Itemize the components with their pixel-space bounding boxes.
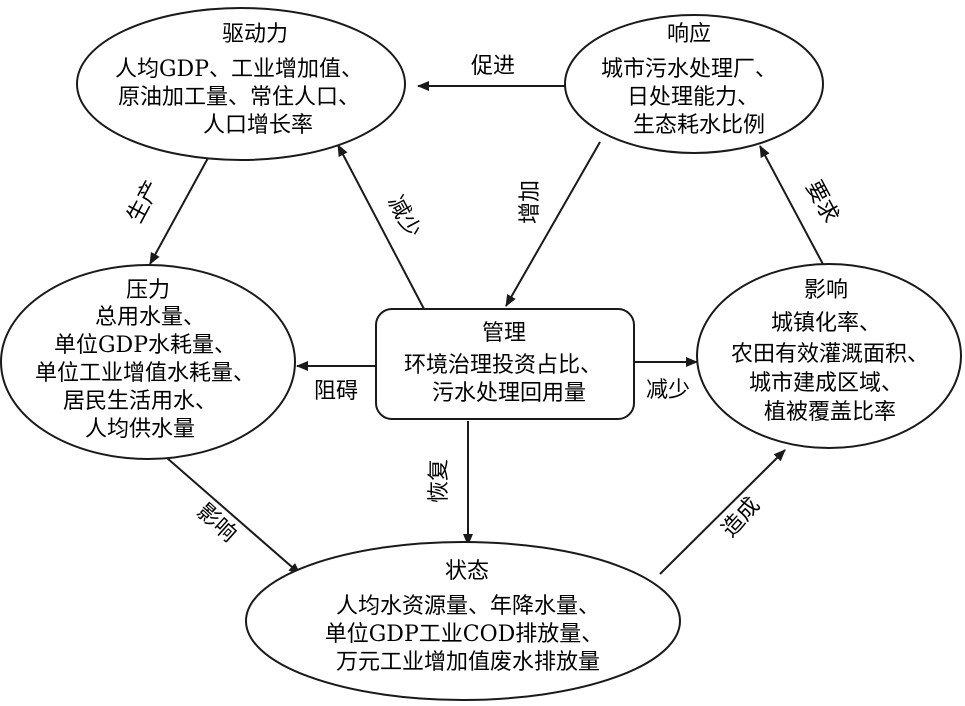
node-response-line-1: 城市污水处理厂、 <box>601 57 777 82</box>
node-driver-line-1: 人均GDP、工业增加值、 <box>115 57 363 82</box>
node-impact-line-2: 农田有效灌溉面积、 <box>731 342 929 367</box>
edge-label-promote: 促进 <box>471 54 515 79</box>
node-pressure-line-2: 单位GDP水耗量、 <box>54 333 236 358</box>
edge-management-to-driver <box>337 144 425 310</box>
edge-label-hinder: 阻碍 <box>314 379 358 404</box>
node-driver-line-2: 原油加工量、常住人口、 <box>118 85 360 110</box>
node-management: 管理 环境治理投资占比、 污水处理回用量 <box>375 308 635 420</box>
edge-response-to-management <box>505 141 601 307</box>
node-pressure-line-1: 总用水量、 <box>95 305 205 330</box>
node-response-line-2: 日处理能力、 <box>627 85 759 110</box>
node-pressure-line-5: 人均供水量 <box>85 417 195 442</box>
edge-label-affect: 影响 <box>192 499 241 547</box>
node-state-line-1: 人均水资源量、年降水量、 <box>336 594 600 619</box>
node-pressure: 压力 总用水量、 单位GDP水耗量、 单位工业增值水耗量、 居民生活用水、 人均… <box>0 264 296 460</box>
node-state: 状态 人均水资源量、年降水量、 单位GDP工业COD排放量、 万元工业增加值废水… <box>245 541 681 701</box>
edge-label-increase: 增加 <box>518 180 543 224</box>
edge-label-restore: 恢复 <box>427 459 452 503</box>
edge-state-to-impact <box>659 449 786 575</box>
node-pressure-line-4: 居民生活用水、 <box>63 389 217 414</box>
node-impact-line-1: 城镇化率、 <box>771 311 881 336</box>
node-impact-title: 影响 <box>804 278 848 303</box>
node-impact-line-4: 植被覆盖比率 <box>764 400 896 425</box>
edge-impact-to-response <box>759 145 826 269</box>
node-management-title: 管理 <box>482 321 526 346</box>
edge-driver-to-pressure <box>149 157 209 265</box>
node-state-line-3: 万元工业增加值废水排放量 <box>336 650 600 675</box>
edge-label-cause: 造成 <box>717 493 765 542</box>
node-management-line-1: 环境治理投资占比、 <box>404 353 602 378</box>
node-response-line-3: 生态耗水比例 <box>633 113 765 138</box>
node-driver-title: 驱动力 <box>222 22 288 47</box>
edge-pressure-to-state <box>166 457 301 575</box>
node-management-line-2: 污水处理回用量 <box>432 381 586 406</box>
node-impact: 影响 城镇化率、 农田有效灌溉面积、 城市建成区域、 植被覆盖比率 <box>696 263 962 449</box>
edge-label-reduce-impact: 减少 <box>646 378 690 403</box>
edge-label-require: 要求 <box>800 177 843 228</box>
node-driver: 驱动力 人均GDP、工业增加值、 原油加工量、常住人口、 人口增长率 <box>76 7 406 161</box>
node-pressure-title: 压力 <box>126 278 170 303</box>
node-response-title: 响应 <box>667 22 711 47</box>
node-impact-line-3: 城市建成区域、 <box>749 371 903 396</box>
node-state-line-2: 单位GDP工业COD排放量、 <box>325 622 604 647</box>
edge-label-reduce-driver: 减少 <box>382 192 425 243</box>
node-pressure-line-3: 单位工业增值水耗量、 <box>35 361 255 386</box>
node-response: 响应 城市污水处理厂、 日处理能力、 生态耗水比例 <box>564 14 824 154</box>
node-driver-line-3: 人口增长率 <box>203 113 313 138</box>
edge-label-produce: 生产 <box>123 177 166 228</box>
node-state-title: 状态 <box>445 559 489 584</box>
